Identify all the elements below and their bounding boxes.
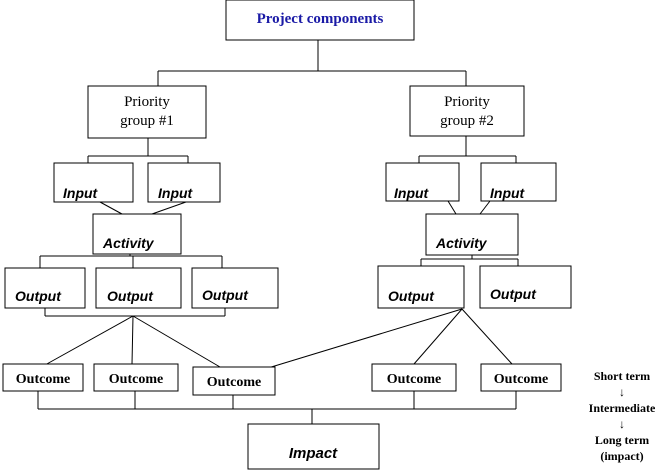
root-label: Project components <box>257 11 384 27</box>
timeline-long-term: Long term <box>595 433 649 447</box>
activity-node: Activity <box>92 213 182 255</box>
input-label: Input <box>394 185 430 201</box>
output-label: Output <box>490 286 537 302</box>
impact-node: Impact <box>247 423 380 470</box>
output-node: Output <box>377 265 465 309</box>
timeline-long-term-sub: (impact) <box>600 449 643 463</box>
output-node: Output <box>479 265 572 309</box>
output-label: Output <box>107 288 154 304</box>
input-node: Input <box>480 162 557 202</box>
priority-group-2-label-line2: group #2 <box>440 113 494 129</box>
input-node: Input <box>53 162 134 203</box>
output-node: Output <box>191 267 279 309</box>
output-node: Output <box>4 267 86 309</box>
output-label: Output <box>15 288 62 304</box>
activity-label: Activity <box>435 235 488 251</box>
outcome-label: Outcome <box>16 372 70 387</box>
impact-label: Impact <box>289 445 338 462</box>
output-label: Output <box>202 287 249 303</box>
timeline-arrow-down-icon: ↓ <box>619 385 625 399</box>
timeline-intermediate: Intermediate <box>589 401 656 415</box>
timeline-arrow-down-icon: ↓ <box>619 417 625 431</box>
priority-group-1: Priority group #1 <box>87 85 207 139</box>
activity-node: Activity <box>425 213 519 256</box>
input-label: Input <box>63 185 99 201</box>
outcome-label: Outcome <box>387 372 441 387</box>
output-node: Output <box>95 267 182 309</box>
outcome-label: Outcome <box>207 375 261 390</box>
root-node: Project components <box>225 0 415 41</box>
outcome-node: Outcome <box>2 363 84 392</box>
outcome-node: Outcome <box>192 366 276 396</box>
priority-group-1-label-line1: Priority <box>124 94 170 110</box>
priority-group-2-label-line1: Priority <box>444 94 490 110</box>
connector-lines <box>37 40 519 424</box>
activity-label: Activity <box>102 235 155 251</box>
input-node: Input <box>147 162 221 203</box>
timeline-legend: Short term ↓ Intermediate ↓ Long term (i… <box>589 369 656 463</box>
priority-group-1-label-line2: group #1 <box>120 113 174 129</box>
outcome-node: Outcome <box>93 363 179 392</box>
input-node: Input <box>385 162 460 202</box>
timeline-short-term: Short term <box>594 369 650 383</box>
input-label: Input <box>158 185 194 201</box>
input-label: Input <box>490 185 526 201</box>
outcome-node: Outcome <box>480 363 562 392</box>
priority-group-2: Priority group #2 <box>409 85 525 137</box>
outcome-label: Outcome <box>109 372 163 387</box>
outcome-label: Outcome <box>494 372 548 387</box>
outcome-node: Outcome <box>371 363 457 392</box>
output-label: Output <box>388 288 435 304</box>
